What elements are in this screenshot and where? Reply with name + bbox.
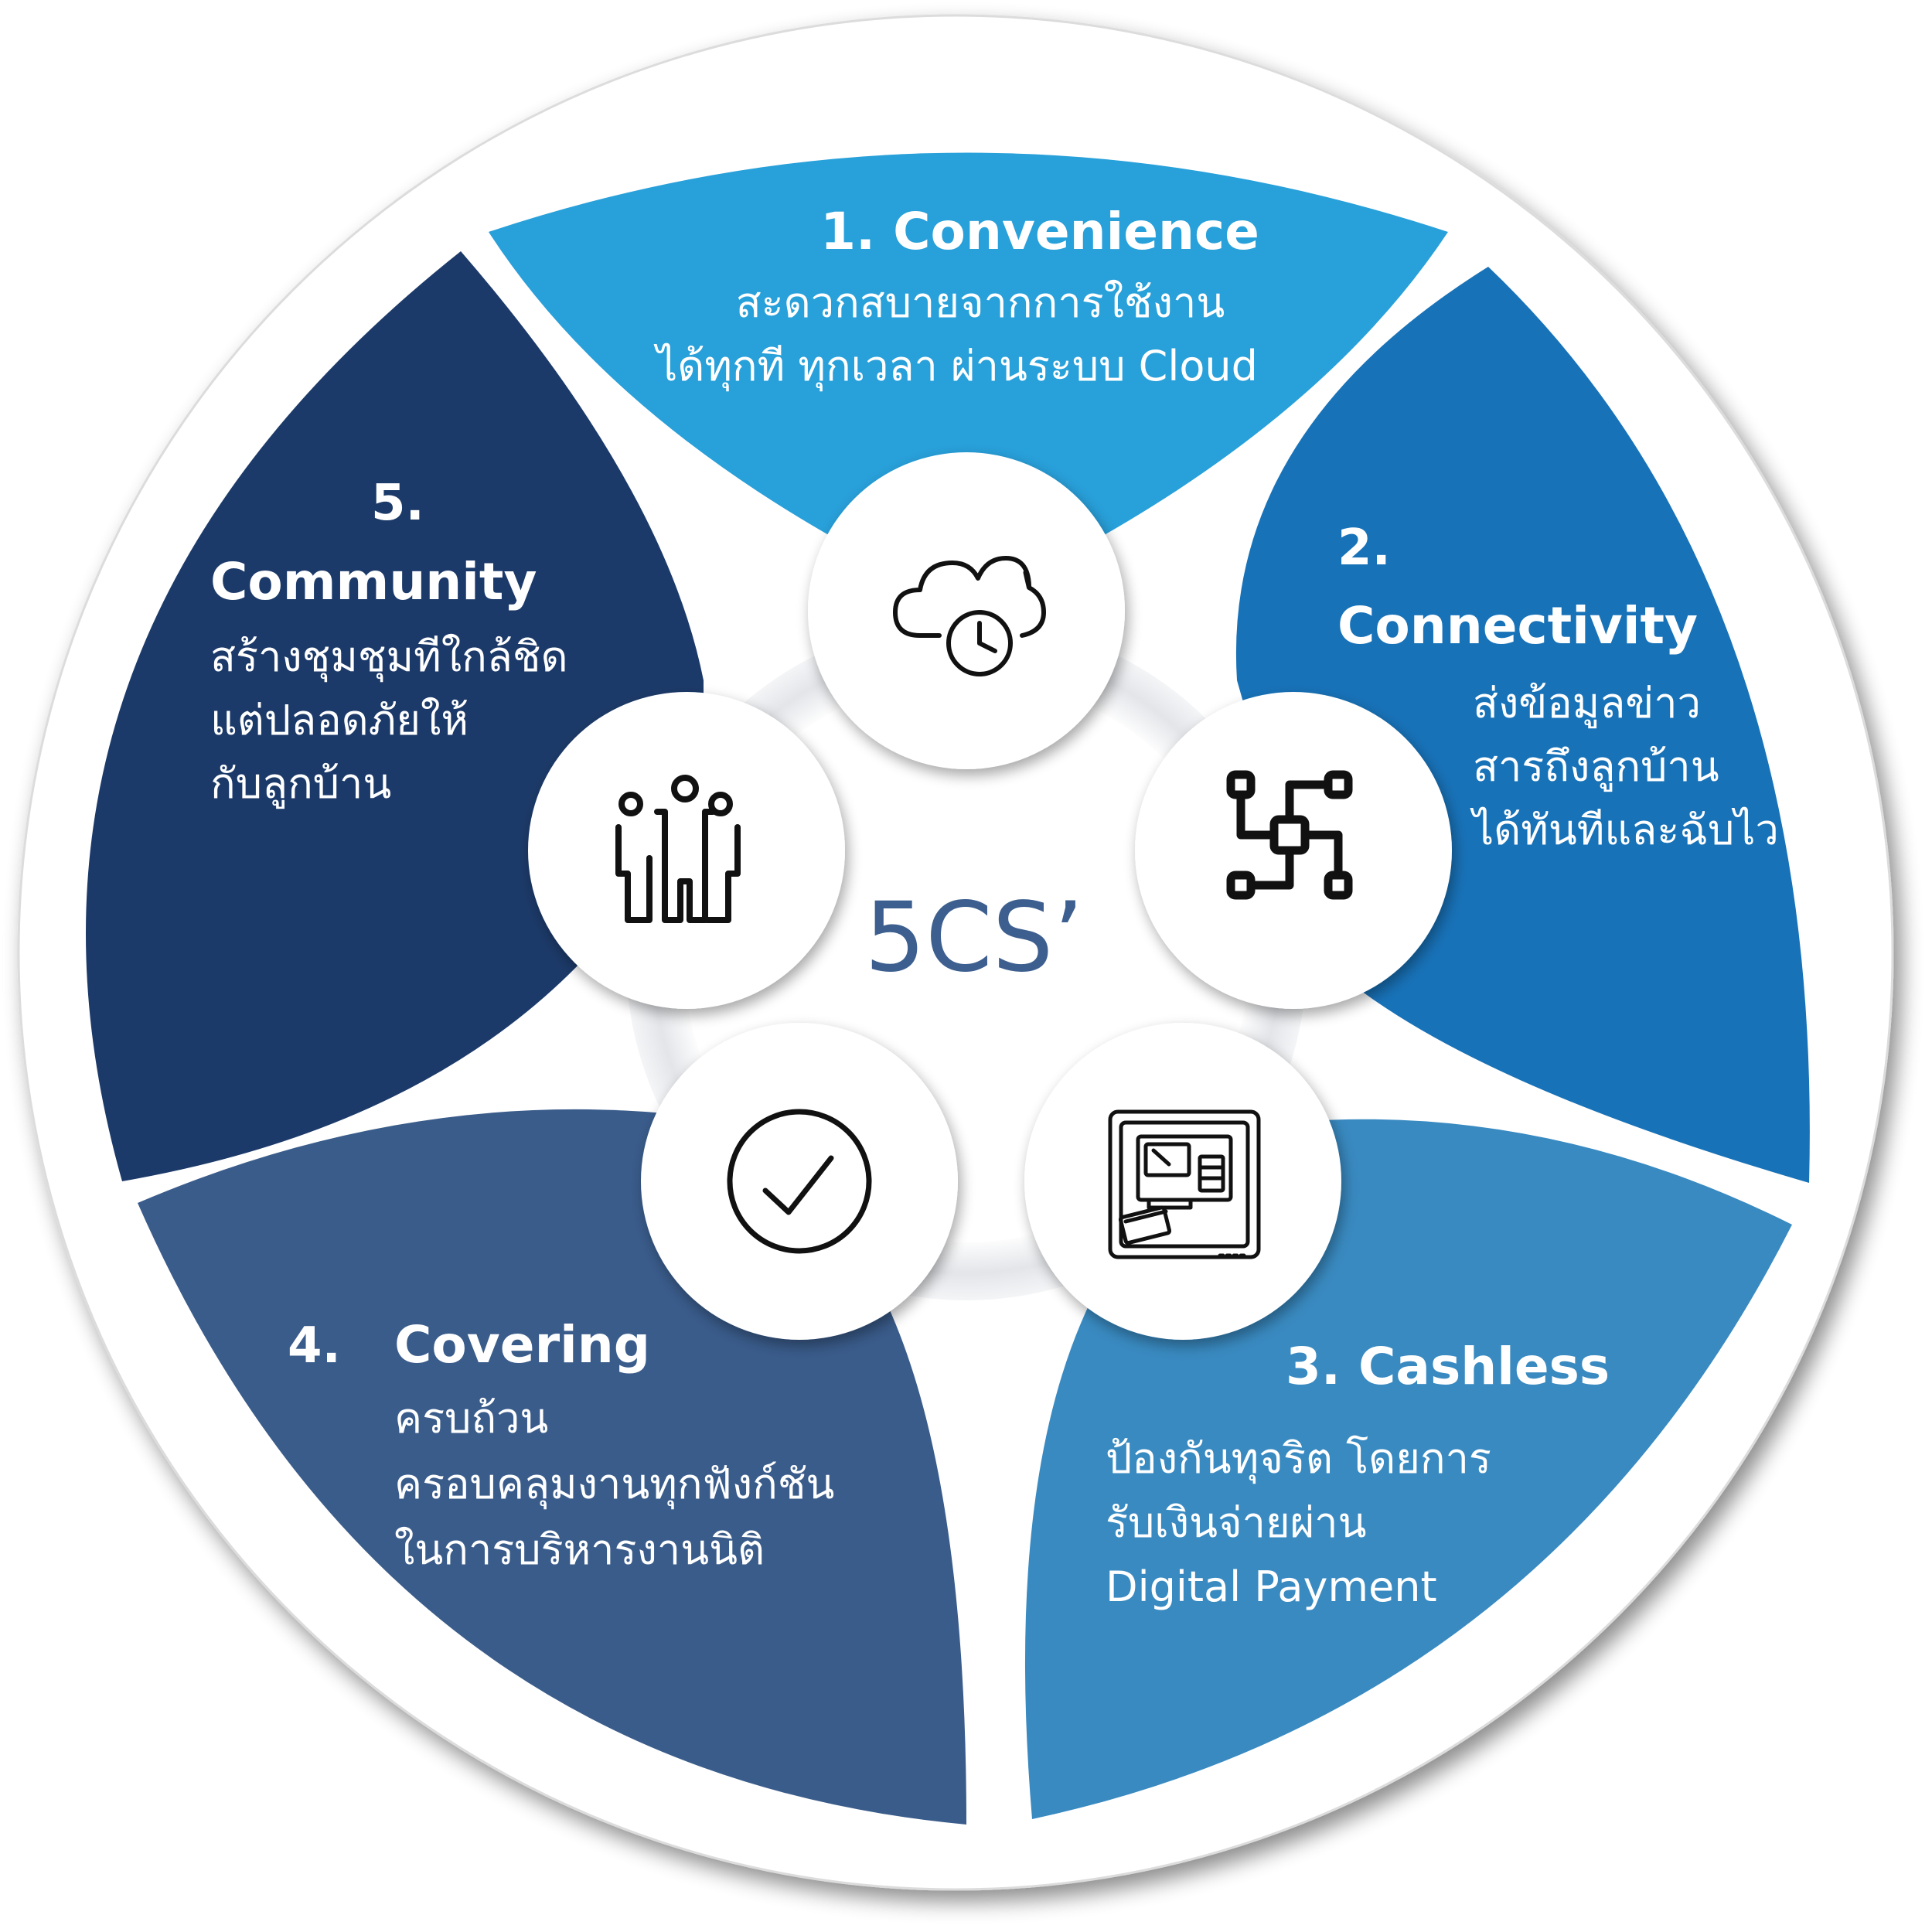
convenience-line-1: สะดวกสบายจากการใช้งาน (736, 278, 1225, 327)
segment-community[interactable] (85, 251, 704, 1181)
cashless-line-3: Digital Payment (1106, 1562, 1437, 1611)
cashless-line-2: รับเงินจ่ายผ่าน (1106, 1498, 1367, 1547)
cashless-title: 3. Cashless (1286, 1337, 1610, 1396)
connectivity-line-2: สารถึงลูกบ้าน (1473, 742, 1719, 792)
payment-terminal-icon (1108, 1109, 1261, 1259)
network-nodes-icon (1226, 770, 1353, 900)
community-line-2: แต่ปลอดภัยให้ (210, 696, 469, 745)
community-icon-circle[interactable] (528, 692, 845, 1009)
people-group-icon (615, 775, 741, 923)
convenience-icon-circle[interactable] (808, 452, 1125, 769)
community-number: 5. (371, 475, 424, 532)
check-circle-icon (727, 1109, 872, 1254)
covering-number: 4. (288, 1317, 341, 1375)
cashless-line-1: ป้องกันทุจริต โดยการ (1106, 1434, 1491, 1484)
community-line-3: กับลูกบ้าน (210, 759, 391, 809)
covering-line-3: ในการบริหารงานนิติ (394, 1525, 765, 1574)
cashless-icon-circle[interactable] (1024, 1023, 1341, 1340)
convenience-title: 1. Convenience (820, 202, 1259, 261)
connectivity-line-3: ได้ทันทีและฉับไว (1470, 806, 1779, 854)
connectivity-title: Connectivity (1337, 596, 1698, 656)
covering-line-2: ครอบคลุมงานทุกฟังก์ชัน (394, 1460, 834, 1510)
covering-line-1: ครบถ้วน (394, 1394, 548, 1443)
covering-icon-circle[interactable] (641, 1023, 958, 1340)
center-label: 5CS’ (864, 882, 1084, 993)
community-line-1: สร้างชุมชุมทีใกล้ชิด (210, 632, 568, 683)
community-title: Community (210, 552, 537, 612)
covering-title: Covering (394, 1315, 650, 1375)
convenience-line-2: ได้ทุกที ทุกเวลา ผ่านระบบ Cloud (653, 342, 1258, 392)
connectivity-line-1: ส่งข้อมูลข่าว (1473, 679, 1701, 728)
cloud-clock-icon (893, 556, 1046, 676)
connectivity-number: 2. (1337, 520, 1391, 577)
segment-convenience[interactable] (489, 152, 1448, 581)
